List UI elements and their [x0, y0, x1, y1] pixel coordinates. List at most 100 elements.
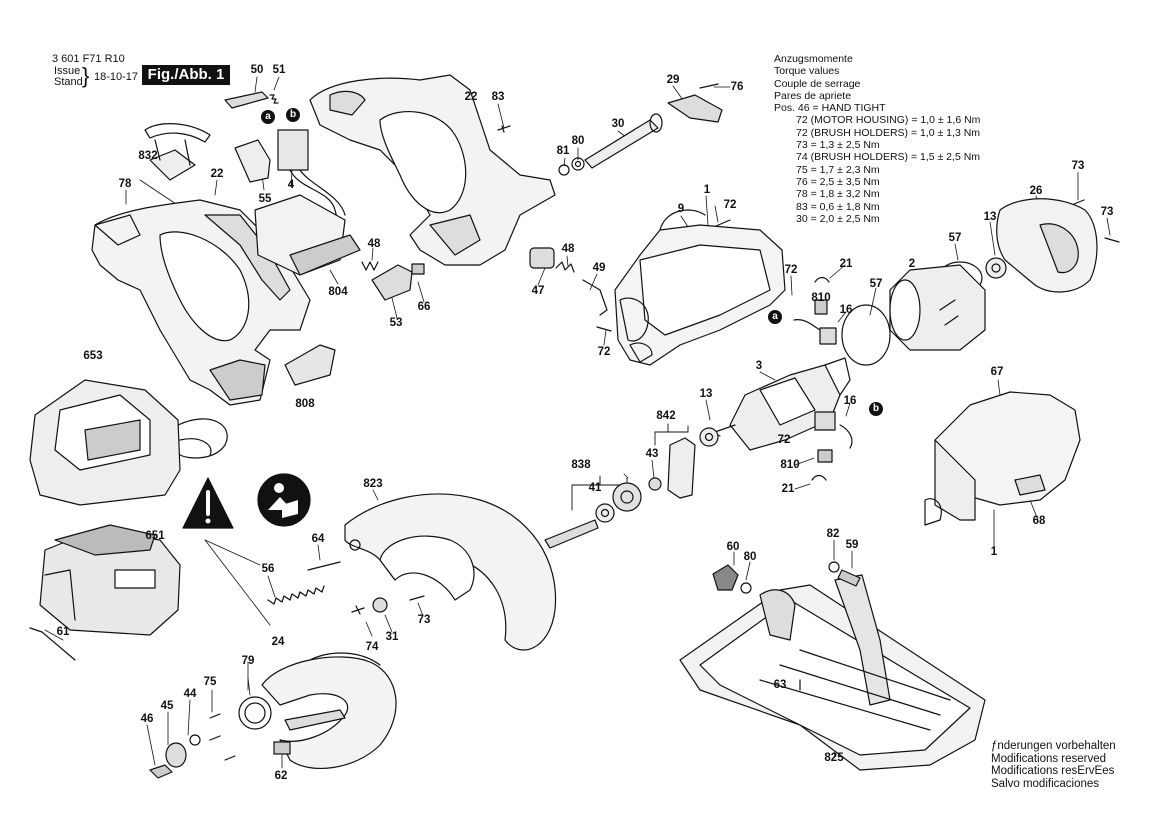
- spring-21b: [811, 474, 827, 481]
- callout-41: 41: [588, 482, 602, 494]
- callout-63: 63: [773, 679, 787, 691]
- callout-66: 66: [417, 301, 431, 313]
- torque-value: 74 (BRUSH HOLDERS) = 1,5 ± 2,5 Nm: [796, 151, 981, 164]
- part-50: [224, 91, 269, 109]
- callout-61: 61: [56, 626, 70, 638]
- callout-49: 49: [592, 262, 606, 274]
- torque-line: Couple de serrage: [774, 77, 861, 90]
- motor-housing-1: [614, 209, 786, 366]
- flange-45: [165, 742, 187, 768]
- spindle: [544, 519, 599, 549]
- callout-80: 80: [571, 135, 585, 147]
- callout-810: 810: [780, 459, 800, 471]
- torque-value: 83 = 0,6 ± 1,8 Nm: [796, 200, 880, 213]
- callout-804: 804: [328, 286, 348, 298]
- marker-b: b: [286, 108, 300, 122]
- torque-value: 72 (MOTOR HOUSING) = 1,0 ± 1,6 Nm: [796, 114, 981, 127]
- callout-832: 832: [138, 150, 158, 162]
- stand-label: Stand: [54, 76, 83, 88]
- callout-4: 4: [287, 179, 295, 191]
- latch-832: [144, 123, 211, 181]
- callout-3: 3: [755, 360, 763, 372]
- armature-3: [704, 357, 851, 451]
- torque-line: Pares de apriete: [774, 89, 852, 102]
- callout-24: 24: [271, 636, 285, 648]
- callout-838: 838: [571, 459, 591, 471]
- part-number: 3 601 F71 R10: [52, 53, 125, 65]
- callout-825: 825: [824, 752, 844, 764]
- callout-57: 57: [869, 278, 883, 290]
- torque-line: Pos. 46 = HAND TIGHT: [774, 102, 886, 115]
- callout-79: 79: [241, 655, 255, 667]
- callout-53: 53: [389, 317, 403, 329]
- brace: }: [82, 63, 90, 88]
- callout-51: 51: [272, 64, 286, 76]
- part-66: [411, 263, 425, 275]
- screw-73b: [1104, 237, 1120, 243]
- clip-49: [582, 279, 608, 316]
- torque-value: 30 = 2,0 ± 2,5 Nm: [796, 212, 880, 225]
- callout-81: 81: [556, 145, 570, 157]
- callout-31: 31: [385, 631, 399, 643]
- screw-72-top: [715, 219, 731, 227]
- marker-b: b: [869, 402, 883, 416]
- callout-74: 74: [365, 641, 379, 653]
- issue-date: 18-10-17: [94, 71, 139, 83]
- notice-line: Salvo modificaciones: [991, 777, 1100, 790]
- callout-73: 73: [1100, 206, 1114, 218]
- screw-75b: [209, 735, 221, 741]
- battery-651: [39, 524, 181, 636]
- torque-value: 78 = 1,8 ± 3,2 Nm: [796, 188, 880, 201]
- callout-1: 1: [703, 184, 711, 196]
- bolt-46: [149, 764, 173, 779]
- notice-line: Modifications reserved: [991, 752, 1107, 765]
- callout-82: 82: [826, 528, 840, 540]
- housing-half-right: [309, 74, 556, 266]
- marker-a: a: [261, 110, 275, 124]
- callout-46: 46: [140, 713, 154, 725]
- washer-81: [558, 164, 570, 176]
- washer-79: [238, 696, 272, 730]
- part-808: [284, 344, 336, 386]
- assembly-brackets: [571, 423, 689, 511]
- washer-82: [828, 561, 840, 573]
- screw-74: [351, 605, 365, 615]
- screw-72-left: [596, 326, 612, 332]
- issue-label: Issue: [54, 65, 81, 77]
- callout-67: 67: [990, 366, 1004, 378]
- part-55: [234, 139, 271, 183]
- callout-59: 59: [845, 539, 859, 551]
- callout-78: 78: [118, 178, 132, 190]
- brush-holder-810a: [793, 299, 837, 345]
- blade-guard-823: [344, 493, 557, 651]
- washer-44: [189, 734, 201, 746]
- fan-cover-26: [996, 198, 1098, 293]
- marker-a: a: [768, 310, 782, 324]
- part-53: [371, 264, 413, 301]
- callout-56: 56: [261, 563, 275, 575]
- read-manual-icon: [257, 473, 311, 527]
- gear-838: [612, 482, 642, 512]
- callout-47: 47: [531, 285, 545, 297]
- callout-68: 68: [1032, 515, 1046, 527]
- base-plate-825: [679, 574, 986, 771]
- plate-842: [667, 437, 696, 499]
- charger-653: [29, 379, 228, 506]
- callout-842: 842: [656, 410, 676, 422]
- bearing-41: [595, 503, 615, 523]
- screw-83: [497, 125, 511, 133]
- ring-57b: [841, 304, 891, 366]
- callout-22: 22: [210, 168, 224, 180]
- torque-value: 72 (BRUSH HOLDERS) = 1,0 ± 1,3 Nm: [796, 126, 981, 139]
- callout-45: 45: [160, 700, 174, 712]
- modification-notice: ƒnderungen vorbehalten Modifications res…: [991, 740, 1116, 790]
- callout-810: 810: [811, 292, 831, 304]
- torque-line: Torque values: [774, 65, 840, 78]
- callout-21: 21: [839, 258, 853, 270]
- callout-22: 22: [464, 91, 478, 103]
- torque-value: 76 = 2,5 ± 3,5 Nm: [796, 175, 880, 188]
- callout-72: 72: [784, 264, 798, 276]
- callout-653: 653: [83, 350, 103, 362]
